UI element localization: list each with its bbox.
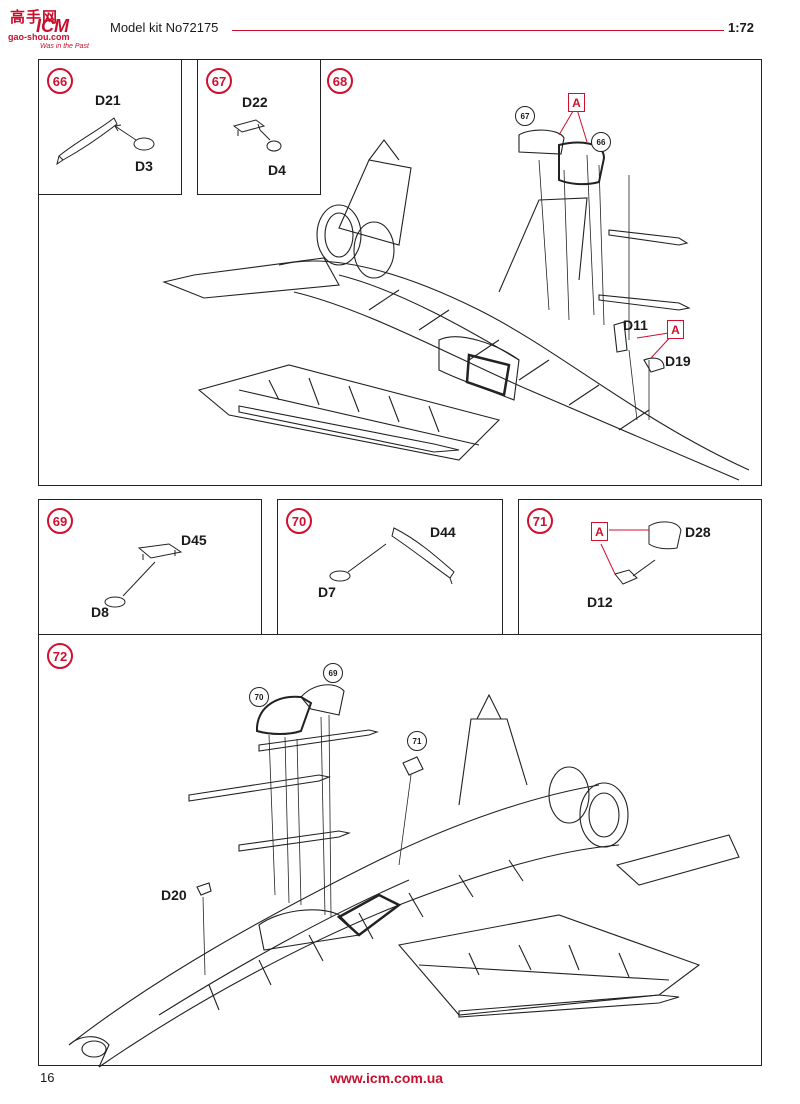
part-d45-drawing bbox=[39, 500, 263, 636]
part-label-d45: D45 bbox=[181, 532, 207, 548]
step-69-panel: 69 D45 D8 bbox=[38, 499, 262, 635]
logo-slogan: Was in the Past bbox=[40, 43, 89, 50]
footer-url[interactable]: www.icm.com.ua bbox=[330, 1070, 444, 1086]
step-71-badge: 71 bbox=[527, 508, 553, 534]
part-label-d7: D7 bbox=[318, 584, 336, 600]
part-label-d20: D20 bbox=[161, 887, 187, 903]
step-69-badge: 69 bbox=[47, 508, 73, 534]
step-72-badge: 72 bbox=[47, 643, 73, 669]
part-d22-drawing bbox=[198, 60, 322, 196]
step-67-panel: 67 D22 D4 bbox=[197, 59, 321, 195]
part-d28-drawing bbox=[519, 500, 763, 636]
marker-a-top: A bbox=[568, 93, 585, 112]
step-68-badge: 68 bbox=[327, 68, 353, 94]
step-70-panel: 70 D44 D7 bbox=[277, 499, 503, 635]
step-70-badge: 70 bbox=[286, 508, 312, 534]
ref-step-66: 66 bbox=[591, 132, 611, 152]
aircraft-front-view-drawing bbox=[39, 635, 763, 1067]
step-66-panel: 66 D21 D3 bbox=[38, 59, 182, 195]
part-label-d12: D12 bbox=[587, 594, 613, 610]
part-label-d28: D28 bbox=[685, 524, 711, 540]
ref-step-69: 69 bbox=[323, 663, 343, 683]
kit-title: Model kit No72175 bbox=[110, 20, 219, 35]
marker-a-right: A bbox=[667, 320, 684, 339]
logo-cn-text: 高手网 bbox=[10, 9, 59, 26]
ref-step-67: 67 bbox=[515, 106, 535, 126]
logo-brand: ICM bbox=[36, 16, 69, 36]
part-label-d3: D3 bbox=[135, 158, 153, 174]
step-72-panel: 72 bbox=[38, 634, 762, 1066]
part-label-d11: D11 bbox=[623, 317, 648, 333]
logo-site: gao-shou.com bbox=[8, 32, 70, 42]
part-label-d21: D21 bbox=[95, 92, 121, 108]
part-d21-drawing bbox=[39, 60, 183, 196]
step-67-badge: 67 bbox=[206, 68, 232, 94]
ref-step-70: 70 bbox=[249, 687, 269, 707]
header-rule bbox=[232, 30, 724, 31]
page-number: 16 bbox=[40, 1070, 55, 1085]
icm-logo: 高手网 ICM gao-shou.com Was in the Past bbox=[6, 4, 102, 52]
ref-step-71: 71 bbox=[407, 731, 427, 751]
part-label-d44: D44 bbox=[430, 524, 456, 540]
part-d44-drawing bbox=[278, 500, 504, 636]
part-label-d4: D4 bbox=[268, 162, 286, 178]
part-label-d19: D19 bbox=[665, 353, 691, 369]
part-label-d22: D22 bbox=[242, 94, 268, 110]
step-71-panel: 71 A D28 D12 bbox=[518, 499, 762, 635]
part-label-d8: D8 bbox=[91, 604, 109, 620]
aircraft-rear-view-drawing bbox=[39, 60, 763, 487]
step-66-badge: 66 bbox=[47, 68, 73, 94]
kit-scale: 1:72 bbox=[728, 20, 755, 35]
marker-a-step-71: A bbox=[591, 522, 608, 541]
